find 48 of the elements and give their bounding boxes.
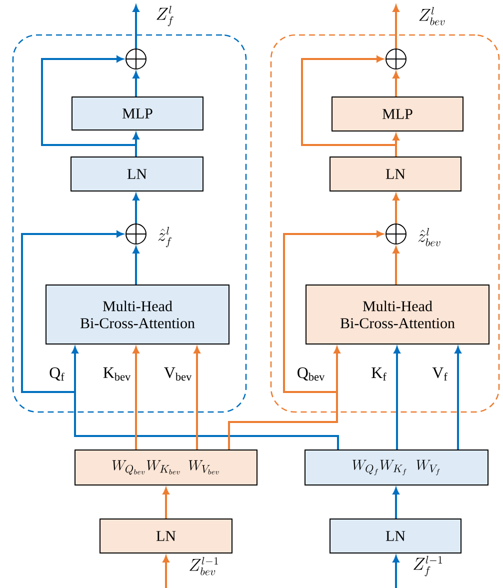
arrow (162, 488, 170, 518)
process-box: LN (100, 518, 232, 554)
node-label: $\hat{z}_{f}^{l}$ (158, 226, 172, 248)
arrow (392, 556, 400, 588)
arrow (392, 134, 400, 156)
sum-symbol (126, 48, 146, 70)
arrow (392, 72, 400, 96)
process-box: Multi-Head Bi-Cross-Attention (306, 284, 490, 344)
edge-label: $\mathrm{Q}_{\mathrm{bev}}$ (298, 367, 325, 381)
process-box: $W_{Q_{f}}W_{K_{f}}\;W_{V_{f}}$ (304, 450, 488, 486)
arrow (228, 230, 384, 450)
arrow (392, 488, 400, 518)
edge-label: $\mathrm{V}_{\mathrm{f}}$ (432, 367, 448, 381)
process-box: MLP (332, 96, 464, 132)
arrow (132, 246, 140, 284)
arrow (132, 72, 140, 96)
arrow (392, 194, 400, 224)
arrow (132, 194, 140, 224)
arrow (21, 230, 339, 450)
edge-label: $\mathrm{K}_{\mathrm{bev}}$ (103, 367, 131, 381)
sum-symbol (126, 224, 146, 244)
arrow (392, 246, 400, 284)
sum-symbol (386, 224, 406, 244)
arrow (454, 346, 462, 450)
arrow (194, 346, 200, 450)
arrow (132, 132, 140, 156)
arrow (132, 346, 140, 450)
process-box: LN (70, 156, 204, 192)
edge-label: $Z_{f}^{l-1}$ (414, 556, 442, 576)
edge-label: $\mathrm{K}_{\mathrm{f}}$ (372, 367, 386, 381)
edge-label: $Z_{f}^{l}$ (156, 6, 174, 26)
sum-symbol (386, 48, 406, 70)
edge-label: $\mathrm{V}_{\mathrm{bev}}$ (164, 367, 192, 381)
process-box: MLP (72, 96, 204, 130)
edge-label: $Z_{bev}^{l-1}$ (190, 556, 218, 576)
dashed-group-frame (12, 34, 247, 413)
dashed-group-frame (270, 34, 500, 413)
node-label: $\hat{z}_{bev}^{l}$ (418, 228, 440, 246)
process-box: LN (330, 156, 462, 192)
process-box: LN (330, 518, 462, 554)
arrow (162, 556, 170, 588)
arrow (132, 5, 140, 48)
process-box: $W_{Q_{bev}}W_{K_{bev}}\;W_{V_{bev}}$ (74, 450, 258, 486)
arrow (392, 5, 400, 48)
arrow (394, 346, 400, 450)
process-box: Multi-Head Bi-Cross-Attention (46, 284, 230, 344)
edge-label: $Z_{bev}^{l}$ (419, 6, 445, 26)
edge-label: $\mathrm{Q}_{\mathrm{f}}$ (50, 367, 64, 381)
